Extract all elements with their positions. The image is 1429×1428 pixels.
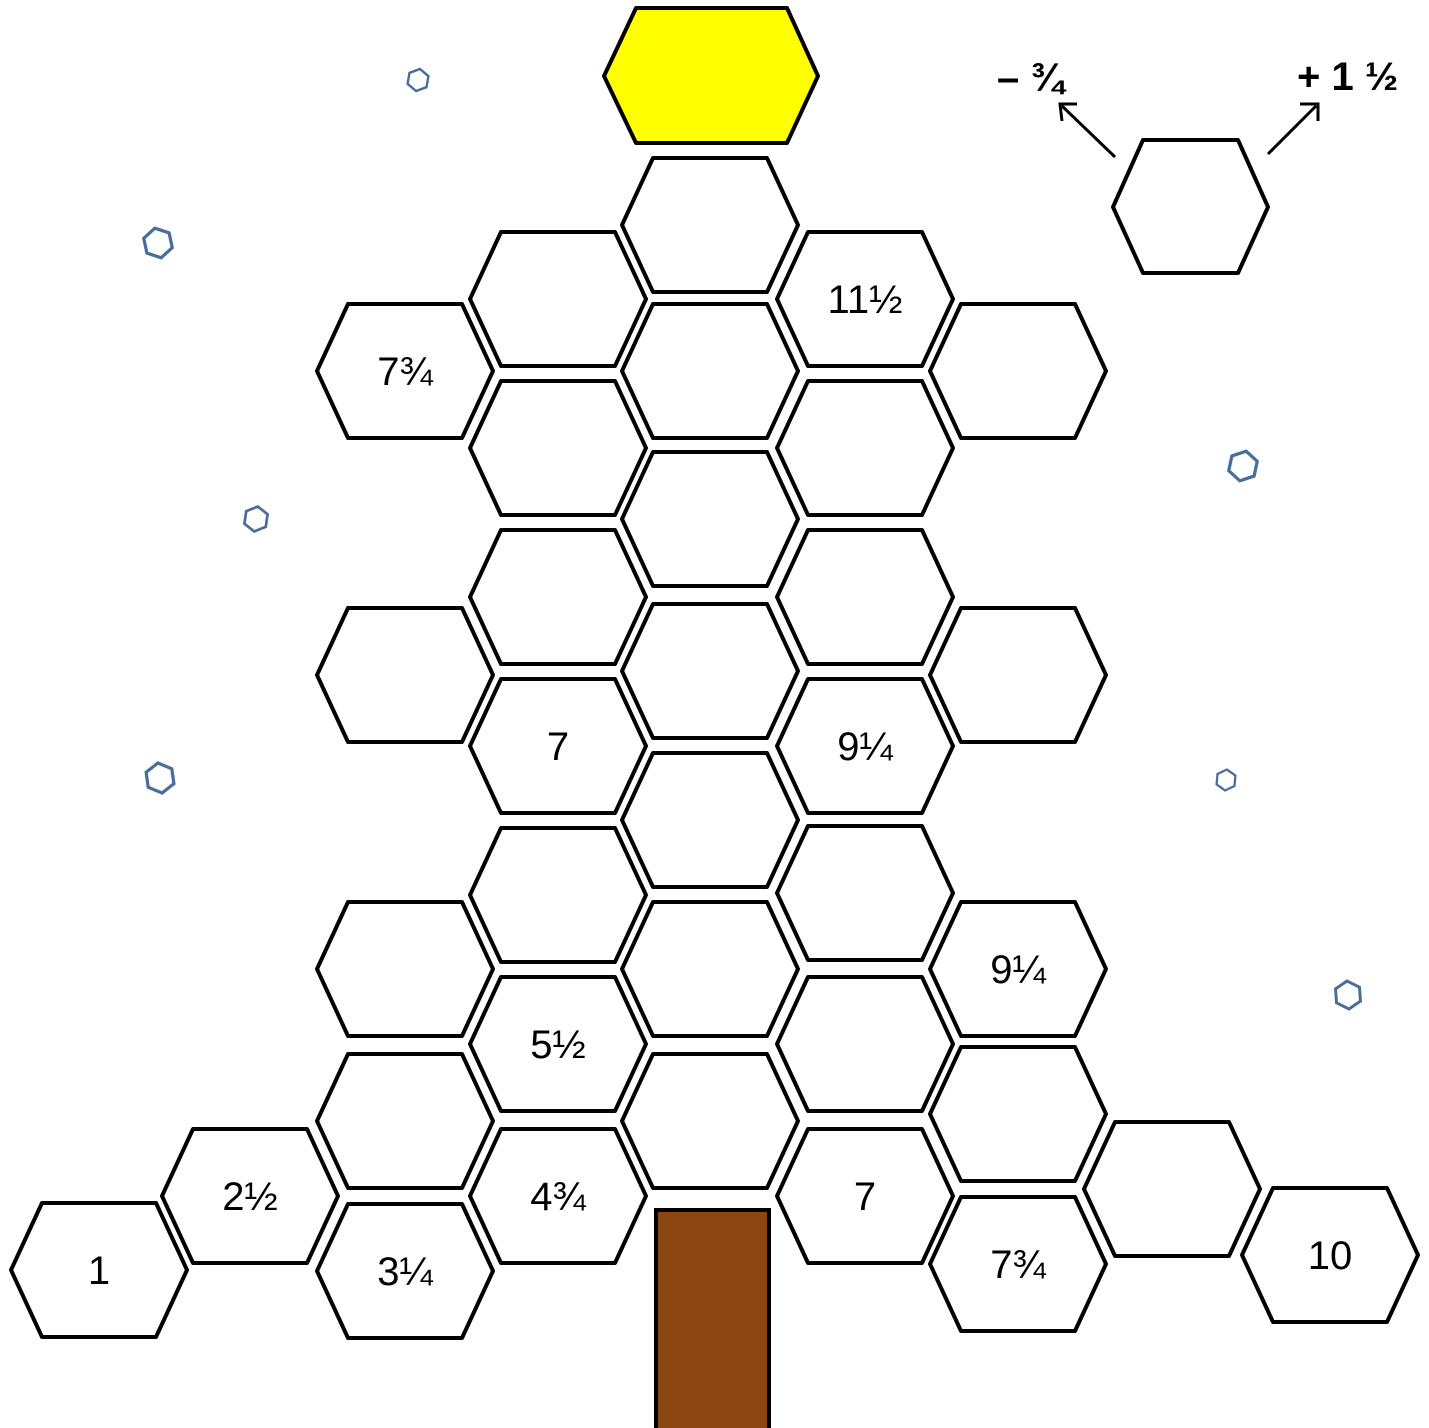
- up-right-arrow-icon: [1268, 106, 1316, 154]
- rule-minus-label: – ¾: [997, 56, 1067, 100]
- hexagon-cell[interactable]: 7: [470, 679, 646, 813]
- hexagon-cell[interactable]: [317, 608, 493, 742]
- star-hexagon: [604, 8, 818, 143]
- hexagon-tree: 11½ 7¾ 7 9¼ 9¼ 5½ 2½ 4¾ 7 1 3¼ 7¾ 10: [11, 158, 1418, 1338]
- hexagon-shape: [930, 1047, 1106, 1181]
- hexagon-cell[interactable]: 7¾: [930, 1197, 1106, 1331]
- hexagon-cell[interactable]: 11½: [777, 232, 953, 366]
- hexagon-shape: [1084, 1122, 1260, 1256]
- hexagon-shape: [317, 1054, 493, 1188]
- hexagon-shape: [777, 826, 953, 960]
- snowflake-icon: [1276, 920, 1421, 1069]
- hexagon-cell[interactable]: [930, 304, 1106, 438]
- hexagon-cell[interactable]: [622, 604, 798, 738]
- hexagon-cell[interactable]: [317, 902, 493, 1036]
- hexagon-shape: [317, 902, 493, 1036]
- hexagon-cell[interactable]: [1084, 1122, 1260, 1256]
- hexagon-value: 2½: [222, 1175, 278, 1219]
- hexagon-value: 7: [854, 1175, 876, 1219]
- hexagon-cell[interactable]: [470, 828, 646, 962]
- rule-hexagon: [1113, 140, 1268, 273]
- hexagon-cell[interactable]: 5½: [470, 977, 646, 1111]
- hexagon-shape: [622, 902, 798, 1036]
- hexagon-cell[interactable]: [777, 977, 953, 1111]
- hexagon-cell[interactable]: [622, 158, 798, 292]
- hexagon-shape: [317, 608, 493, 742]
- hexagon-value: 3¼: [377, 1250, 433, 1294]
- hexagon-cell[interactable]: [930, 608, 1106, 742]
- hexagon-shape: [470, 232, 646, 366]
- snowflake-icon: [355, 15, 481, 144]
- hexagon-shape: [777, 530, 953, 664]
- hexagon-shape: [622, 753, 798, 887]
- hexagon-cell[interactable]: 2½: [162, 1129, 338, 1263]
- tree-trunk: [656, 1210, 769, 1428]
- hexagon-value: 7: [547, 725, 569, 769]
- hexagon-cell[interactable]: [470, 232, 646, 366]
- hexagon-cell[interactable]: [622, 452, 798, 586]
- hexagon-cell[interactable]: [622, 902, 798, 1036]
- hexagon-cell[interactable]: 7: [777, 1129, 953, 1263]
- hexagon-cell[interactable]: [777, 381, 953, 515]
- hexagon-cell[interactable]: 1: [11, 1203, 187, 1337]
- hexagon-value: 7¾: [377, 350, 433, 394]
- hexagon-cell[interactable]: 9¼: [930, 902, 1106, 1036]
- up-left-arrow-icon: [1062, 106, 1115, 157]
- hexagon-cell[interactable]: [777, 826, 953, 960]
- hexagon-shape: [777, 381, 953, 515]
- hexagon-shape: [622, 604, 798, 738]
- hexagon-shape: [622, 304, 798, 438]
- hexagon-cell[interactable]: 4¾: [470, 1129, 646, 1263]
- hexagon-shape: [930, 304, 1106, 438]
- hexagon-shape: [622, 1054, 798, 1188]
- hexagon-shape: [930, 608, 1106, 742]
- hexagon-cell[interactable]: 3¼: [317, 1204, 493, 1338]
- rule-legend: – ¾ + 1 ½: [997, 55, 1398, 273]
- hexagon-cell[interactable]: [470, 530, 646, 664]
- rule-plus-label: + 1 ½: [1297, 55, 1398, 99]
- hexagon-shape: [470, 381, 646, 515]
- hexagon-shape: [470, 530, 646, 664]
- hexagon-value: 9¼: [990, 948, 1046, 992]
- hexagon-shape: [470, 828, 646, 962]
- hexagon-value: 9¼: [837, 725, 893, 769]
- hexagon-value: 1: [88, 1249, 110, 1293]
- hexagon-value: 11½: [828, 278, 903, 322]
- hexagon-cell[interactable]: [470, 381, 646, 515]
- hexagon-cell[interactable]: [622, 1054, 798, 1188]
- snowflake-icon: [1171, 723, 1281, 836]
- hexagon-cell[interactable]: [317, 1054, 493, 1188]
- hexagon-cell[interactable]: [777, 530, 953, 664]
- snowflake-icon: [1156, 377, 1330, 555]
- hexagon-value: 10: [1308, 1234, 1353, 1278]
- hexagon-cell[interactable]: 7¾: [317, 304, 493, 438]
- snowflake-icon: [71, 154, 245, 332]
- hexagon-cell[interactable]: [930, 1047, 1106, 1181]
- hexagon-shape: [622, 158, 798, 292]
- hexagon-value: 5½: [530, 1023, 586, 1067]
- hexagon-cell[interactable]: [622, 753, 798, 887]
- snowflake-icon: [187, 448, 325, 590]
- hexagon-value: 7¾: [990, 1243, 1046, 1287]
- hexagon-shape: [622, 452, 798, 586]
- hexagon-cell[interactable]: 9¼: [777, 679, 953, 813]
- hexagon-value: 4¾: [530, 1175, 586, 1219]
- hexagon-cell[interactable]: [622, 304, 798, 438]
- hexagon-shape: [777, 977, 953, 1111]
- snowflake-icon: [77, 693, 243, 863]
- hexagon-cell[interactable]: 10: [1242, 1188, 1418, 1322]
